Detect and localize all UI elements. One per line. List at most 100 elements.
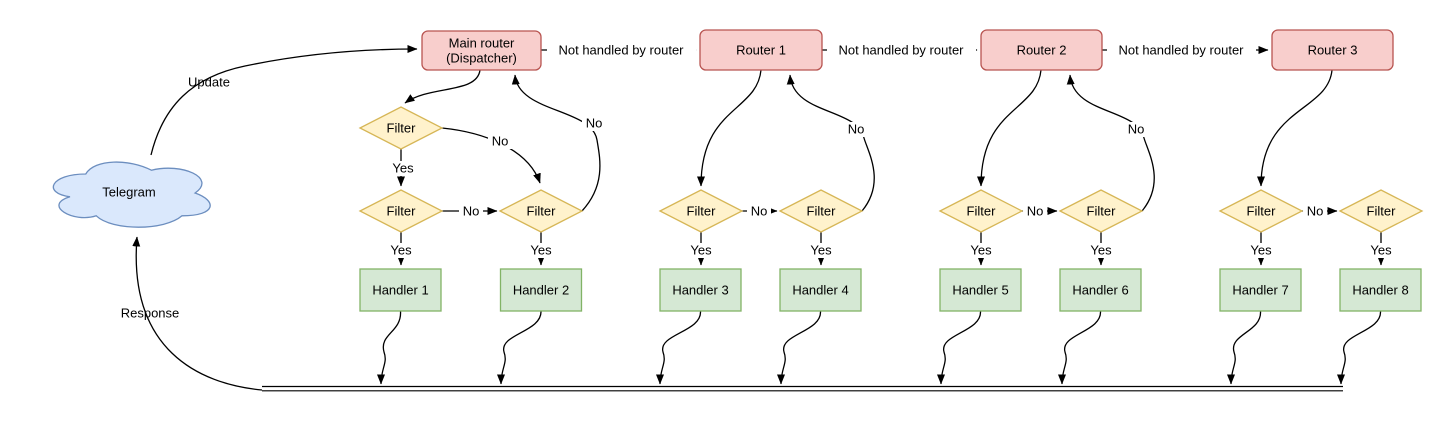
handler-1-node — [359, 268, 442, 312]
label-bg — [827, 42, 976, 58]
label-yes-filter7: Yes — [1250, 243, 1272, 258]
edges — [132, 45, 1385, 392]
label-bg — [547, 42, 696, 58]
nodes: Telegram Main router (Dispatcher) Router… — [52, 29, 1424, 312]
edge-filter6-no-return — [1066, 74, 1155, 212]
edge-router3-to-filter — [1257, 69, 1333, 187]
filter-diamond-main-1 — [358, 189, 444, 233]
label-bg — [582, 116, 606, 131]
main-router-label-line1: Main router — [449, 36, 515, 51]
edge-handler5-to-bus — [937, 310, 982, 385]
label-response: Response — [121, 306, 180, 321]
filter-label: Filter — [967, 204, 997, 219]
router-2-label: Router 2 — [1017, 43, 1067, 58]
edge-handler3-to-bus — [656, 310, 702, 385]
edge-main-to-filter-top — [404, 69, 481, 104]
label-bg — [1088, 243, 1115, 258]
edge-handler7-to-bus — [1227, 310, 1262, 385]
filter-diamond-router2-2 — [1058, 189, 1144, 233]
label-bg — [459, 204, 483, 219]
router-1-node — [699, 29, 823, 71]
edge-handler1-to-bus — [377, 310, 402, 385]
label-not-handled-1: Not handled by router — [558, 43, 684, 58]
handler-8-label: Handler 8 — [1352, 283, 1408, 298]
telegram-label: Telegram — [102, 185, 155, 200]
label-bg — [528, 243, 555, 258]
edge-filter2-no-return — [511, 74, 601, 212]
telegram-cloud — [52, 161, 211, 228]
label-bg — [747, 204, 771, 219]
label-bg — [844, 122, 868, 137]
handler-1-label: Handler 1 — [372, 283, 428, 298]
label-yes-filter3: Yes — [690, 243, 712, 258]
label-yes-filter6: Yes — [1090, 243, 1112, 258]
filter-diamond-main-top — [358, 106, 444, 150]
handler-2-node — [499, 268, 583, 312]
edge-router1-to-filter — [697, 69, 762, 187]
label-bg — [968, 243, 995, 258]
handler-8-node — [1339, 268, 1422, 312]
router-3-label: Router 3 — [1308, 43, 1358, 58]
handler-2-label: Handler 2 — [513, 283, 569, 298]
filter-label: Filter — [1367, 204, 1397, 219]
label-no-filter-top: No — [492, 134, 509, 149]
router-2-node — [980, 29, 1103, 71]
filter-diamond-main-2 — [498, 189, 584, 233]
handler-3-label: Handler 3 — [672, 283, 728, 298]
handler-6-node — [1059, 268, 1142, 312]
label-yes-filter8: Yes — [1370, 243, 1392, 258]
main-router-label-line2: (Dispatcher) — [446, 51, 517, 66]
label-not-handled-3: Not handled by router — [1118, 43, 1244, 58]
edge-handler2-to-bus — [497, 310, 542, 385]
edge-filter4-no-return — [786, 74, 875, 212]
label-bg — [390, 161, 417, 176]
handler-5-label: Handler 5 — [952, 283, 1008, 298]
handler-4-label: Handler 4 — [792, 283, 848, 298]
handler-5-node — [939, 268, 1022, 312]
label-bg — [1303, 204, 1327, 219]
filter-diamond-router1-2 — [778, 189, 864, 233]
label-yes-filter-top: Yes — [392, 161, 414, 176]
label-bg — [1248, 243, 1275, 258]
filter-diamond-router3-2 — [1338, 189, 1424, 233]
label-bg — [1124, 122, 1148, 137]
filter-diamond-router2-1 — [938, 189, 1024, 233]
router-3-node — [1271, 29, 1394, 71]
label-not-handled-2: Not handled by router — [838, 43, 964, 58]
edge-labels: Update Response Not handled by router No… — [121, 42, 1395, 321]
handler-7-label: Handler 7 — [1232, 283, 1288, 298]
edge-update — [150, 45, 418, 156]
label-no-filter3: No — [751, 204, 768, 219]
edge-router2-to-filter — [977, 69, 1042, 187]
filter-label: Filter — [387, 204, 417, 219]
label-bg — [1368, 243, 1395, 258]
label-no-filter5: No — [1027, 204, 1044, 219]
edge-handler4-to-bus — [777, 310, 822, 385]
handler-3-node — [659, 268, 742, 312]
label-yes-filter5: Yes — [970, 243, 992, 258]
label-update: Update — [188, 75, 230, 90]
filter-diamond-router1-1 — [658, 189, 744, 233]
filter-label: Filter — [1087, 204, 1117, 219]
filter-label: Filter — [527, 204, 557, 219]
main-router-node — [421, 30, 542, 71]
filter-label: Filter — [1247, 204, 1277, 219]
label-bg — [388, 243, 415, 258]
label-bg — [1023, 204, 1047, 219]
label-bg — [488, 134, 512, 149]
label-no-return-main: No — [586, 116, 603, 131]
label-no-return-router1: No — [848, 122, 865, 137]
handler-7-node — [1219, 268, 1302, 312]
label-bg — [808, 243, 835, 258]
filter-label: Filter — [387, 121, 417, 136]
router-1-label: Router 1 — [736, 43, 786, 58]
label-bg — [1107, 42, 1256, 58]
label-yes-filter4: Yes — [810, 243, 832, 258]
handler-6-label: Handler 6 — [1072, 283, 1128, 298]
edge-handler8-to-bus — [1337, 310, 1382, 385]
handler-4-node — [779, 268, 862, 312]
label-no-filter7: No — [1307, 204, 1324, 219]
filter-label: Filter — [807, 204, 837, 219]
